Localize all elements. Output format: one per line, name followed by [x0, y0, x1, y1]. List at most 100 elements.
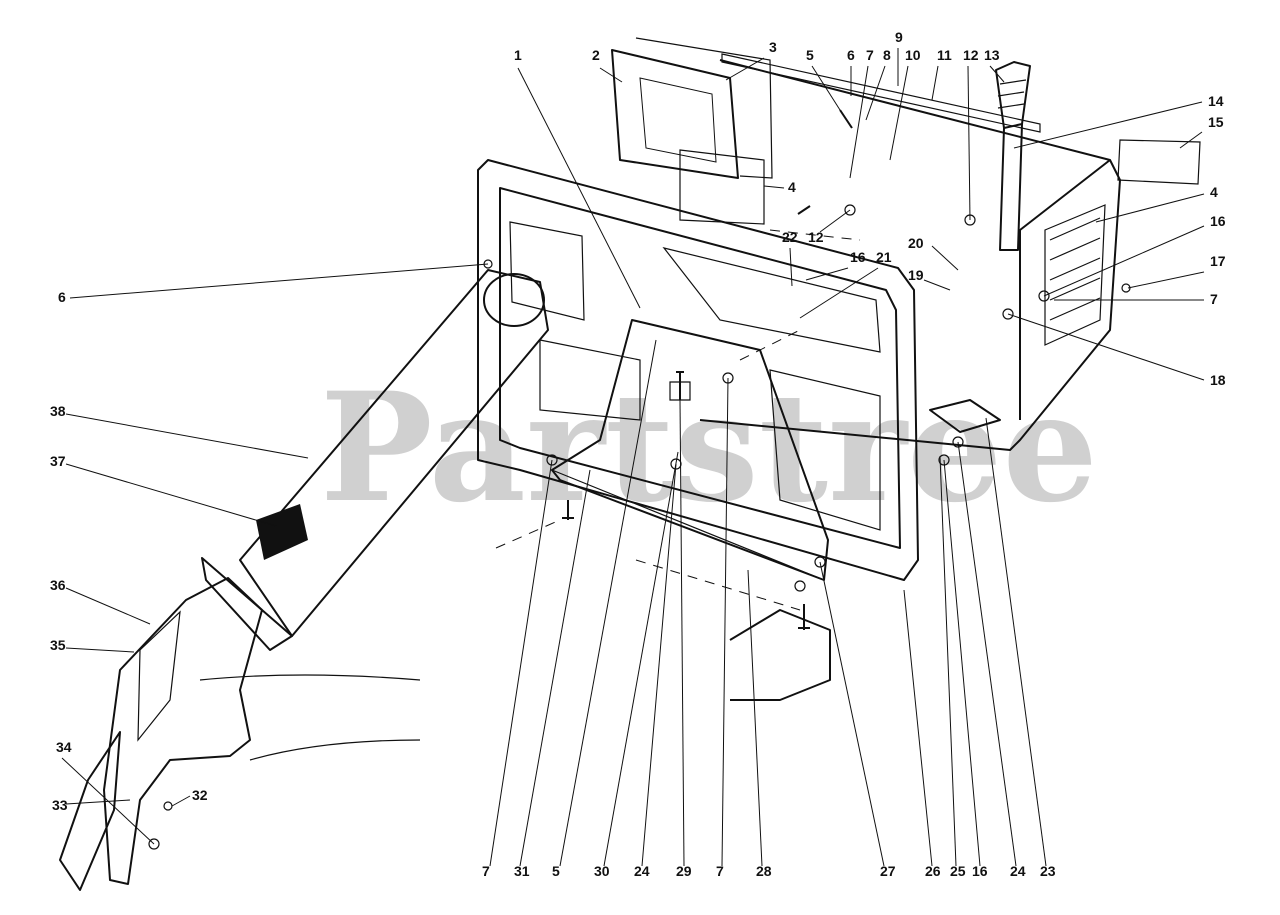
leader-line — [849, 65, 869, 179]
leader-line — [1179, 131, 1203, 149]
callout-21: 21 — [799, 249, 892, 319]
leader-line — [65, 463, 277, 527]
leader-line — [799, 267, 879, 319]
callout-35: 35 — [50, 637, 135, 653]
callout-number: 8 — [883, 47, 891, 63]
callout-number: 7 — [866, 47, 874, 63]
bolt-5-top — [839, 109, 853, 129]
callout-14: 14 — [1013, 93, 1224, 149]
callout-number: 26 — [925, 863, 941, 879]
leader-line — [641, 463, 677, 867]
leader-line — [599, 67, 623, 83]
callout-number: 7 — [716, 863, 724, 879]
leader-line — [65, 413, 309, 459]
leader-line — [819, 209, 851, 233]
callout-16: 16 — [805, 249, 866, 281]
callout-1: 1 — [514, 47, 641, 309]
callout-number: 6 — [58, 289, 66, 305]
callout-number: 23 — [1040, 863, 1056, 879]
decal-15 — [1117, 139, 1201, 185]
leader-line — [65, 799, 131, 805]
callout-number: 32 — [192, 787, 208, 803]
bolt-29 — [676, 371, 684, 400]
callout-7: 7 — [849, 47, 874, 179]
callout-number: 7 — [1210, 291, 1218, 307]
callout-number: 4 — [1210, 184, 1218, 200]
callout-29: 29 — [676, 399, 692, 879]
leader-line — [1043, 225, 1205, 297]
callout-7: 7 — [1054, 291, 1218, 307]
leader-line — [725, 57, 765, 81]
callout-2: 2 — [592, 47, 623, 83]
callout-number: 4 — [788, 179, 796, 195]
callout-36: 36 — [50, 577, 151, 625]
callout-number: 36 — [50, 577, 66, 593]
leader-line — [69, 263, 489, 299]
callout-23: 23 — [985, 417, 1056, 879]
leader-line — [931, 245, 959, 271]
callout-5: 5 — [552, 339, 657, 879]
leader-line — [519, 469, 591, 867]
callout-20: 20 — [908, 235, 959, 271]
callout-16: 16 — [1043, 213, 1226, 297]
callout-37: 37 — [50, 453, 277, 527]
callout-number: 16 — [850, 249, 866, 265]
leader-line — [789, 247, 793, 287]
callout-15: 15 — [1179, 114, 1224, 149]
callout-number: 21 — [876, 249, 892, 265]
leader-line — [1095, 193, 1205, 223]
callout-number: 24 — [1010, 863, 1026, 879]
callout-26: 26 — [903, 589, 941, 879]
leader-line — [989, 65, 1005, 83]
callout-number: 24 — [634, 863, 650, 879]
callout-number: 13 — [984, 47, 1000, 63]
leader-line — [65, 647, 135, 653]
leader-line — [517, 67, 641, 309]
callout-12: 12 — [808, 209, 851, 245]
callout-number: 30 — [594, 863, 610, 879]
chute-assembly — [59, 577, 421, 891]
callout-number: 27 — [880, 863, 896, 879]
callout-number: 14 — [1208, 93, 1224, 109]
decal-37 — [256, 504, 308, 560]
leader-line — [903, 589, 933, 867]
callout-number: 1 — [514, 47, 522, 63]
leader-line — [957, 441, 1017, 867]
callout-number: 5 — [806, 47, 814, 63]
leader-line — [805, 267, 849, 281]
leader-line — [1007, 313, 1205, 381]
callout-number: 29 — [676, 863, 692, 879]
leader-line — [923, 279, 951, 291]
callout-number: 31 — [514, 863, 530, 879]
leader-line — [603, 451, 679, 867]
callout-number: 6 — [847, 47, 855, 63]
leader-line — [65, 587, 151, 625]
callout-number: 16 — [972, 863, 988, 879]
leader-line — [1127, 271, 1205, 289]
callout-13: 13 — [984, 47, 1005, 83]
callout-number: 34 — [56, 739, 72, 755]
callout-number: 33 — [52, 797, 68, 813]
callout-number: 7 — [482, 863, 490, 879]
callout-9: 9 — [895, 29, 903, 86]
leader-line — [819, 561, 885, 867]
callout-27: 27 — [819, 561, 896, 879]
callout-4: 4 — [763, 179, 796, 195]
callout-number: 9 — [895, 29, 903, 45]
callout-11: 11 — [931, 47, 952, 101]
callout-number: 17 — [1210, 253, 1226, 269]
handle-assembly — [995, 61, 1031, 251]
bagger-housing — [699, 53, 1201, 451]
leader-line — [747, 569, 763, 867]
callout-4: 4 — [1095, 184, 1218, 223]
callout-24: 24 — [957, 441, 1026, 879]
callout-number: 28 — [756, 863, 772, 879]
leader-line — [939, 455, 957, 867]
callout-19: 19 — [908, 267, 951, 291]
leader-line — [931, 65, 939, 101]
callout-number: 18 — [1210, 372, 1226, 388]
rear-screen-grille — [679, 149, 765, 225]
leader-line — [763, 185, 785, 189]
callout-33: 33 — [52, 797, 131, 813]
callout-number: 10 — [905, 47, 921, 63]
